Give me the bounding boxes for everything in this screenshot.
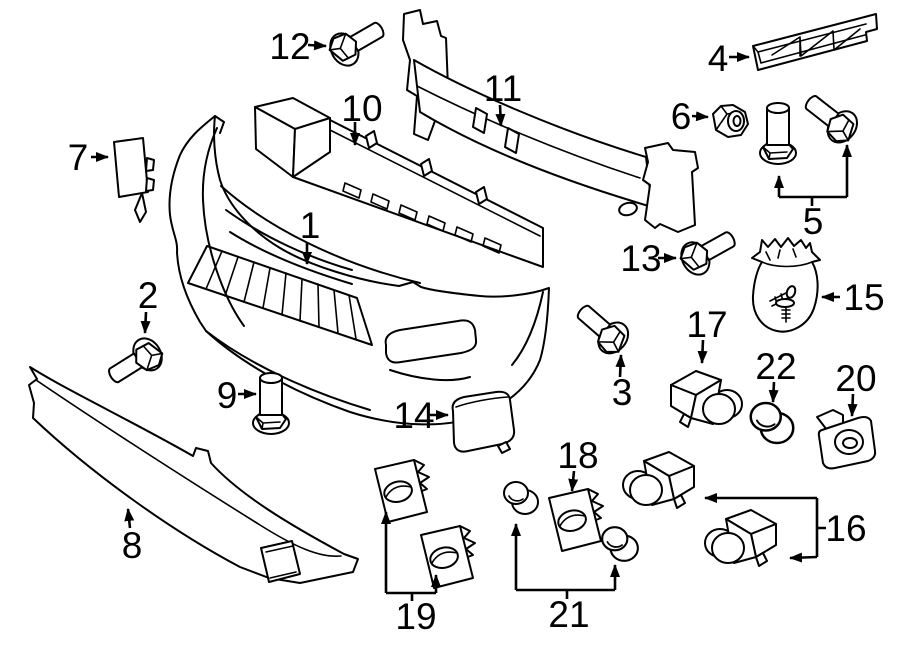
callout-19[interactable]: 19 <box>381 511 441 637</box>
part-16a-drawing <box>622 451 695 509</box>
callout-16-label[interactable]: 16 <box>825 508 866 549</box>
part-5a-drawing <box>759 102 797 165</box>
callout-20[interactable]: 20 <box>835 358 877 417</box>
callout-3[interactable]: 3 <box>612 354 633 413</box>
callout-14-label[interactable]: 14 <box>393 395 434 436</box>
callout-17[interactable]: 17 <box>686 304 728 364</box>
part-20-drawing <box>816 409 877 470</box>
callout-15-label[interactable]: 15 <box>843 277 884 318</box>
callout-18-label[interactable]: 18 <box>557 435 598 476</box>
part-12-drawing <box>323 12 392 72</box>
callout-8-label[interactable]: 8 <box>122 525 143 566</box>
part-6-drawing <box>712 104 749 138</box>
part-21a-drawing <box>503 481 539 515</box>
callout-14[interactable]: 14 <box>393 395 449 436</box>
callout-13[interactable]: 13 <box>620 238 677 279</box>
callout-7-label[interactable]: 7 <box>68 137 89 178</box>
callout-11[interactable]: 11 <box>484 68 522 127</box>
callout-16[interactable]: 16 <box>704 493 867 563</box>
callout-8[interactable]: 8 <box>122 508 143 566</box>
callout-21-label[interactable]: 21 <box>548 594 589 635</box>
part-2-drawing <box>101 332 169 393</box>
callout-5-label[interactable]: 5 <box>803 201 824 242</box>
callout-6[interactable]: 6 <box>671 96 709 137</box>
part-14-drawing <box>451 390 516 454</box>
part-1-drawing <box>168 115 550 426</box>
callout-22-label[interactable]: 22 <box>755 346 796 387</box>
callout-11-label[interactable]: 11 <box>484 68 522 109</box>
part-19b-drawing <box>420 525 476 589</box>
callout-21[interactable]: 21 <box>511 523 620 635</box>
callout-5[interactable]: 5 <box>774 144 852 242</box>
callout-9-label[interactable]: 9 <box>217 375 238 416</box>
part-3-drawing <box>568 295 636 361</box>
callout-20-label[interactable]: 20 <box>835 358 876 399</box>
callout-3-label[interactable]: 3 <box>612 372 633 413</box>
callout-17-label[interactable]: 17 <box>686 304 727 345</box>
part-22-drawing <box>749 401 795 445</box>
part-21b-drawing <box>601 526 639 562</box>
callout-12-label[interactable]: 12 <box>269 26 310 67</box>
callout-22[interactable]: 22 <box>755 346 797 403</box>
callout-4-label[interactable]: 4 <box>708 38 729 79</box>
part-13-drawing <box>674 221 743 281</box>
part-8-drawing <box>28 366 359 584</box>
part-4-drawing <box>752 13 878 71</box>
callout-9[interactable]: 9 <box>217 375 257 416</box>
callout-18[interactable]: 18 <box>557 435 599 492</box>
callout-2[interactable]: 2 <box>138 275 159 334</box>
part-17-drawing <box>670 370 743 428</box>
callout-4[interactable]: 4 <box>708 38 750 79</box>
callout-1-label[interactable]: 1 <box>300 205 321 246</box>
callout-15[interactable]: 15 <box>821 277 885 318</box>
callout-10[interactable]: 10 <box>341 88 383 146</box>
callout-10-label[interactable]: 10 <box>341 88 382 129</box>
callout-13-label[interactable]: 13 <box>620 238 661 279</box>
part-18-drawing <box>548 488 604 552</box>
part-10-drawing <box>254 97 544 268</box>
part-11-drawing <box>402 9 699 233</box>
part-15-drawing <box>751 237 821 333</box>
callout-19-label[interactable]: 19 <box>395 596 436 637</box>
part-7-drawing <box>113 137 155 223</box>
callout-7[interactable]: 7 <box>68 137 109 178</box>
part-19a-drawing <box>374 459 430 523</box>
part-5b-drawing <box>797 85 865 150</box>
part-16b-drawing <box>704 509 777 567</box>
callout-2-label[interactable]: 2 <box>138 275 159 316</box>
callout-12[interactable]: 12 <box>269 26 327 67</box>
callout-6-label[interactable]: 6 <box>671 96 692 137</box>
callout-1[interactable]: 1 <box>300 205 321 265</box>
